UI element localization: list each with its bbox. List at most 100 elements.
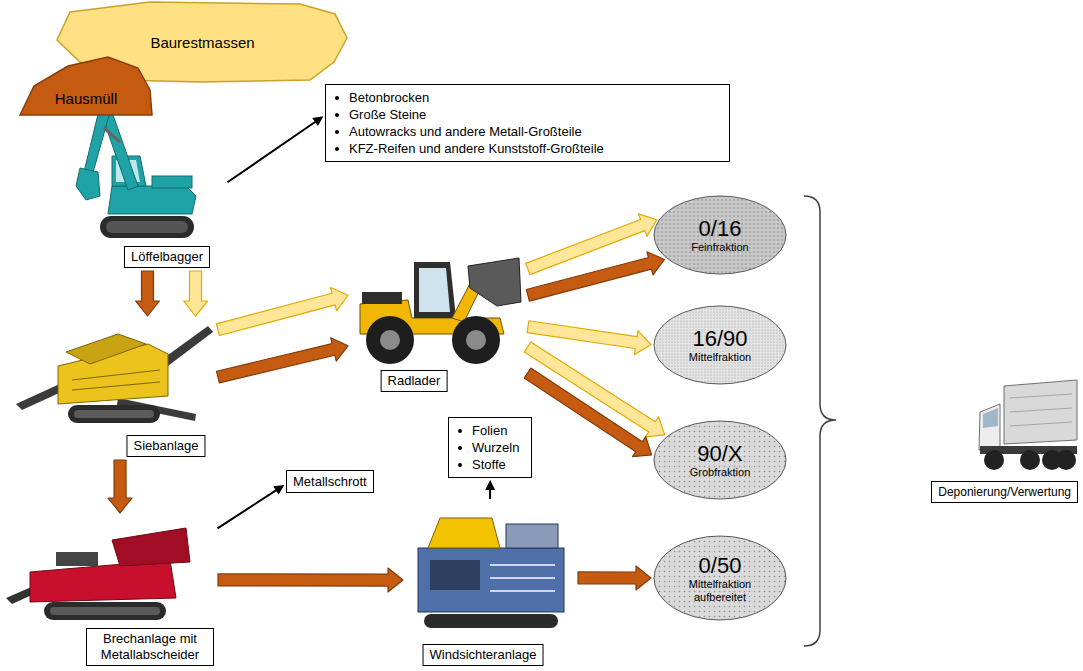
list-item: KFZ-Reifen und andere Kunststoff-Großtei… bbox=[349, 140, 604, 157]
machine-label-box: Löffelbagger bbox=[124, 246, 210, 268]
dump-truck-illustration-part bbox=[1010, 408, 1072, 412]
excavator-illustration-part bbox=[152, 176, 192, 188]
list-row: Wurzeln bbox=[458, 439, 519, 456]
excavator-illustration-part bbox=[108, 186, 196, 214]
black-arrow bbox=[217, 485, 284, 529]
yellow-flow-arrow bbox=[184, 271, 208, 316]
machine-label: Löffelbagger bbox=[131, 249, 203, 265]
waste-pile: Hausmüll bbox=[18, 55, 154, 117]
wheel-loader-illustration-part bbox=[419, 268, 450, 312]
machine-label-box: Windsichteranlage bbox=[423, 644, 544, 666]
fraction-ellipse: 16/90Mittelfraktion bbox=[653, 305, 787, 385]
fraction-shape bbox=[654, 306, 786, 384]
list-row: Metallschrott bbox=[293, 473, 367, 490]
wheel-loader-illustration-part bbox=[468, 258, 521, 306]
list-row: Folien bbox=[458, 422, 519, 439]
list-item: Folien bbox=[472, 422, 507, 439]
pile-label: Baurestmassen bbox=[150, 34, 254, 52]
brown-flow-arrow bbox=[217, 338, 349, 383]
bullet-dot bbox=[458, 463, 462, 467]
wheel-loader-illustration bbox=[360, 258, 521, 364]
screening-plant-illustration-part bbox=[72, 370, 160, 380]
fraction-ellipse: 0/16Feinfraktion bbox=[653, 195, 787, 275]
pile-label: Hausmüll bbox=[55, 90, 118, 108]
pile-outline bbox=[18, 55, 154, 117]
bullet-dot bbox=[335, 147, 339, 151]
fraction-name: Mittelfraktion aufbereitet bbox=[672, 578, 768, 604]
crusher-illustration-part bbox=[112, 528, 190, 566]
screening-plant-illustration-part bbox=[74, 410, 154, 418]
air-classifier-illustration-part bbox=[418, 548, 564, 612]
fraction-shape bbox=[654, 421, 786, 499]
brown-flow-arrow bbox=[526, 252, 664, 301]
dump-truck-illustration-part bbox=[979, 404, 1000, 450]
disposal-unit: Deponierung/Verwertung bbox=[905, 372, 1078, 503]
bullet-dot bbox=[458, 446, 462, 450]
wheel-loader-illustration-part bbox=[452, 316, 500, 364]
output-box: Metallschrott bbox=[286, 470, 374, 493]
wheel-loader-unit: Radlader bbox=[350, 255, 525, 392]
dump-truck-illustration bbox=[979, 380, 1077, 470]
black-arrow bbox=[227, 116, 323, 183]
screening-plant-illustration-part bbox=[72, 382, 160, 390]
air-classifier-illustration-part bbox=[490, 577, 555, 579]
list-item: Große Steine bbox=[349, 106, 426, 123]
wheel-loader-illustration-part bbox=[362, 292, 402, 304]
list-item: Betonbrocken bbox=[349, 89, 429, 106]
fraction-ellipse: 0/50Mittelfraktion aufbereitet bbox=[653, 535, 787, 621]
bullet-dot bbox=[458, 429, 462, 433]
crusher-illustration bbox=[6, 528, 190, 620]
brown-flow-arrow bbox=[218, 568, 403, 592]
crusher-illustration-part bbox=[50, 607, 160, 615]
machine-label-box: Radlader bbox=[381, 370, 448, 392]
air-classifier-illustration-part bbox=[490, 564, 555, 566]
removed-items-box: FolienWurzelnStoffe bbox=[448, 417, 532, 478]
excavator-illustration-part bbox=[104, 128, 120, 142]
brown-flow-arrow bbox=[136, 271, 160, 316]
brown-flow-arrow bbox=[578, 566, 651, 590]
air-classifier-illustration bbox=[418, 518, 564, 628]
brown-flow-arrow bbox=[108, 460, 132, 513]
crusher-illustration-part bbox=[56, 552, 98, 566]
yellow-flow-arrow bbox=[216, 287, 348, 335]
crusher-illustration-part bbox=[44, 602, 166, 620]
machine-label: Brechanlage mit Metallabscheider bbox=[93, 631, 207, 663]
excavator-illustration bbox=[76, 106, 196, 238]
excavator-illustration-part bbox=[106, 221, 188, 233]
fraction-shape bbox=[654, 196, 786, 274]
machine-label-box: Brechanlage mit Metallabscheider bbox=[86, 628, 214, 666]
list-item: Autowracks und andere Metall-Großteile bbox=[349, 123, 582, 140]
list-item: Stoffe bbox=[472, 456, 506, 473]
fraction-ellipse: 90/XGrobfraktion bbox=[653, 420, 787, 500]
excavator-illustration-part bbox=[84, 106, 110, 176]
machine-label: Windsichteranlage bbox=[430, 647, 537, 663]
grain-size: 90/X bbox=[697, 441, 742, 466]
wheel-loader-illustration-part bbox=[366, 316, 414, 364]
grain-size: 0/50 bbox=[699, 553, 742, 578]
bullet-dot bbox=[335, 113, 339, 117]
air-classifier-illustration-part bbox=[506, 524, 558, 548]
list-row: Betonbrocken bbox=[335, 89, 717, 106]
yellow-flow-arrow bbox=[527, 321, 651, 355]
air-classifier-illustration-part bbox=[424, 614, 558, 628]
grain-size: 16/90 bbox=[692, 326, 747, 351]
black-arrow bbox=[485, 480, 495, 499]
dump-truck-illustration-part bbox=[1010, 394, 1072, 398]
fraction-name: Feinfraktion bbox=[691, 241, 748, 254]
fraction-name: Grobfraktion bbox=[690, 466, 751, 479]
list-item: Wurzeln bbox=[472, 439, 519, 456]
fraction-shape bbox=[654, 536, 786, 620]
excavator-illustration-part bbox=[76, 168, 100, 200]
list-row: Große Steine bbox=[335, 106, 717, 123]
excavator-illustration-part bbox=[100, 216, 194, 238]
wheel-loader-illustration-part bbox=[380, 330, 400, 350]
screening-plant-illustration-part bbox=[68, 405, 160, 423]
dump-truck-illustration-part bbox=[1056, 450, 1076, 470]
machine-label: Deponierung/Verwertung bbox=[938, 484, 1071, 500]
brown-flow-arrow bbox=[524, 368, 651, 457]
box-label: Metallschrott bbox=[293, 473, 367, 490]
air-classifier-illustration-part bbox=[490, 590, 555, 592]
dump-truck-illustration-part bbox=[984, 450, 1004, 470]
pile-shape bbox=[20, 57, 152, 115]
